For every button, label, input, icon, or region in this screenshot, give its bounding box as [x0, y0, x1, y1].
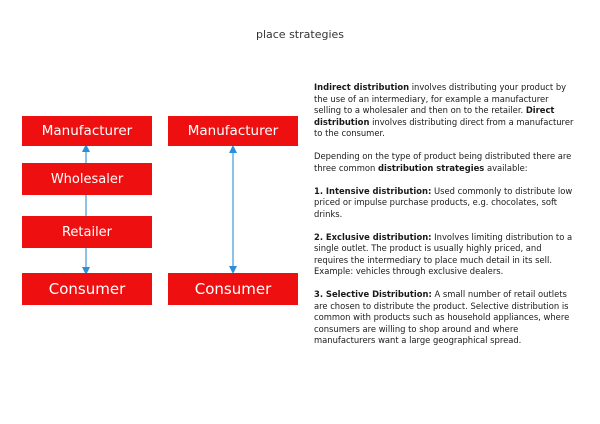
- indirect-distribution-body: involves distributing your product by th…: [314, 82, 567, 115]
- indirect-manufacturer-label: Manufacturer: [41, 123, 133, 139]
- direct-consumer-box: Consumer: [168, 273, 298, 305]
- direct-manufacturer-label: Manufacturer: [187, 123, 279, 139]
- direct-distribution-body: involves distributing direct from a manu…: [314, 116, 574, 139]
- exclusive-paragraph: 2. Exclusive distribution: Involves limi…: [314, 232, 578, 278]
- exclusive-body: Involves limiting distribution to a sing…: [314, 231, 573, 277]
- direct-manufacturer-box: Manufacturer: [168, 116, 298, 146]
- exclusive-term: 2. Exclusive distribution:: [314, 231, 432, 242]
- selective-body: A small number of retail outlets are cho…: [314, 289, 570, 345]
- indirect-manufacturer-box: Manufacturer: [22, 116, 152, 146]
- indirect-wholesaler-label: Wholesaler: [50, 171, 124, 187]
- indirect-consumer-label: Consumer: [48, 280, 126, 298]
- distribution-strategies-term: distribution strategies: [377, 162, 485, 173]
- indirect-distribution-term: Indirect distribution: [314, 82, 410, 92]
- indirect-retailer-box: Retailer: [22, 216, 152, 248]
- intensive-paragraph: 1. Intensive distribution: Used commonly…: [314, 186, 578, 221]
- strategies-lead-paragraph: Depending on the type of product being d…: [314, 151, 578, 174]
- indirect-retailer-label: Retailer: [61, 224, 113, 240]
- lead-before: Depending on the type of product being d…: [314, 151, 572, 173]
- lead-after: available:: [484, 162, 528, 173]
- selective-paragraph: 3. Selective Distribution: A small numbe…: [314, 289, 578, 347]
- direct-consumer-label: Consumer: [194, 280, 272, 298]
- intro-paragraph: Indirect distribution involves distribut…: [314, 82, 578, 140]
- selective-term: 3. Selective Distribution:: [314, 289, 432, 299]
- page-title: place strategies: [255, 28, 345, 41]
- intensive-term: 1. Intensive distribution:: [314, 185, 432, 196]
- indirect-consumer-box: Consumer: [22, 273, 152, 305]
- explanation-panel: Indirect distribution involves distribut…: [314, 82, 578, 358]
- intensive-body: Used commonly to distribute low priced o…: [314, 185, 573, 219]
- indirect-wholesaler-box: Wholesaler: [22, 163, 152, 195]
- direct-distribution-term: Direct distribution: [314, 105, 555, 127]
